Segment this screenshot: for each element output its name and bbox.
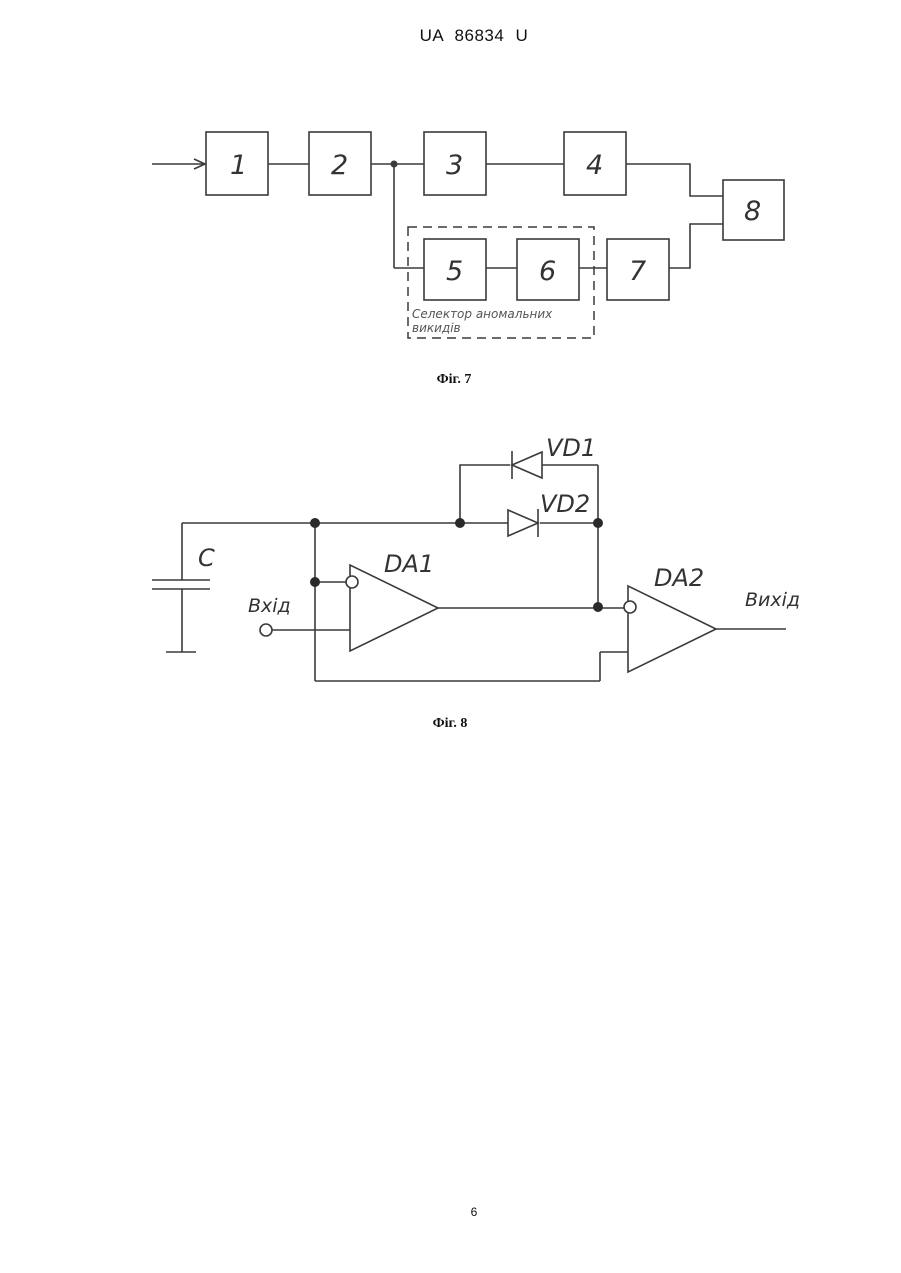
block-4-label: 4 bbox=[586, 150, 603, 181]
vd2-label: VD2 bbox=[540, 490, 590, 518]
capacitor-label: C bbox=[198, 544, 215, 572]
input-arrow bbox=[152, 159, 205, 169]
selector-label-line2: викидів bbox=[412, 321, 461, 335]
diode-vd1 bbox=[512, 451, 542, 479]
block-3-label: 3 bbox=[446, 150, 463, 181]
da2-label: DA2 bbox=[654, 564, 704, 592]
block-7-label: 7 bbox=[629, 256, 646, 287]
schematic-junctions bbox=[310, 518, 603, 612]
da1-label: DA1 bbox=[384, 550, 434, 578]
capacitor-c bbox=[152, 523, 210, 652]
block-5-label: 5 bbox=[446, 256, 463, 287]
figure-8-caption: Фіг. 8 bbox=[390, 716, 510, 732]
block-8-label: 8 bbox=[744, 196, 761, 227]
input-label: Вхід bbox=[248, 595, 291, 617]
diode-vd2 bbox=[508, 509, 538, 537]
block-6-label: 6 bbox=[539, 256, 556, 287]
page-number: 6 bbox=[0, 1205, 901, 1219]
block-1-label: 1 bbox=[230, 150, 247, 181]
junction-dot bbox=[391, 161, 398, 168]
figure-7-caption: Фіг. 7 bbox=[394, 372, 514, 388]
opamp-da2 bbox=[624, 586, 716, 672]
vd1-label: VD1 bbox=[546, 434, 596, 462]
output-label: Вихід bbox=[745, 589, 800, 611]
block-2-label: 2 bbox=[331, 150, 348, 181]
selector-label-line1: Селектор аномальних bbox=[412, 307, 553, 321]
input-terminal bbox=[260, 624, 350, 636]
